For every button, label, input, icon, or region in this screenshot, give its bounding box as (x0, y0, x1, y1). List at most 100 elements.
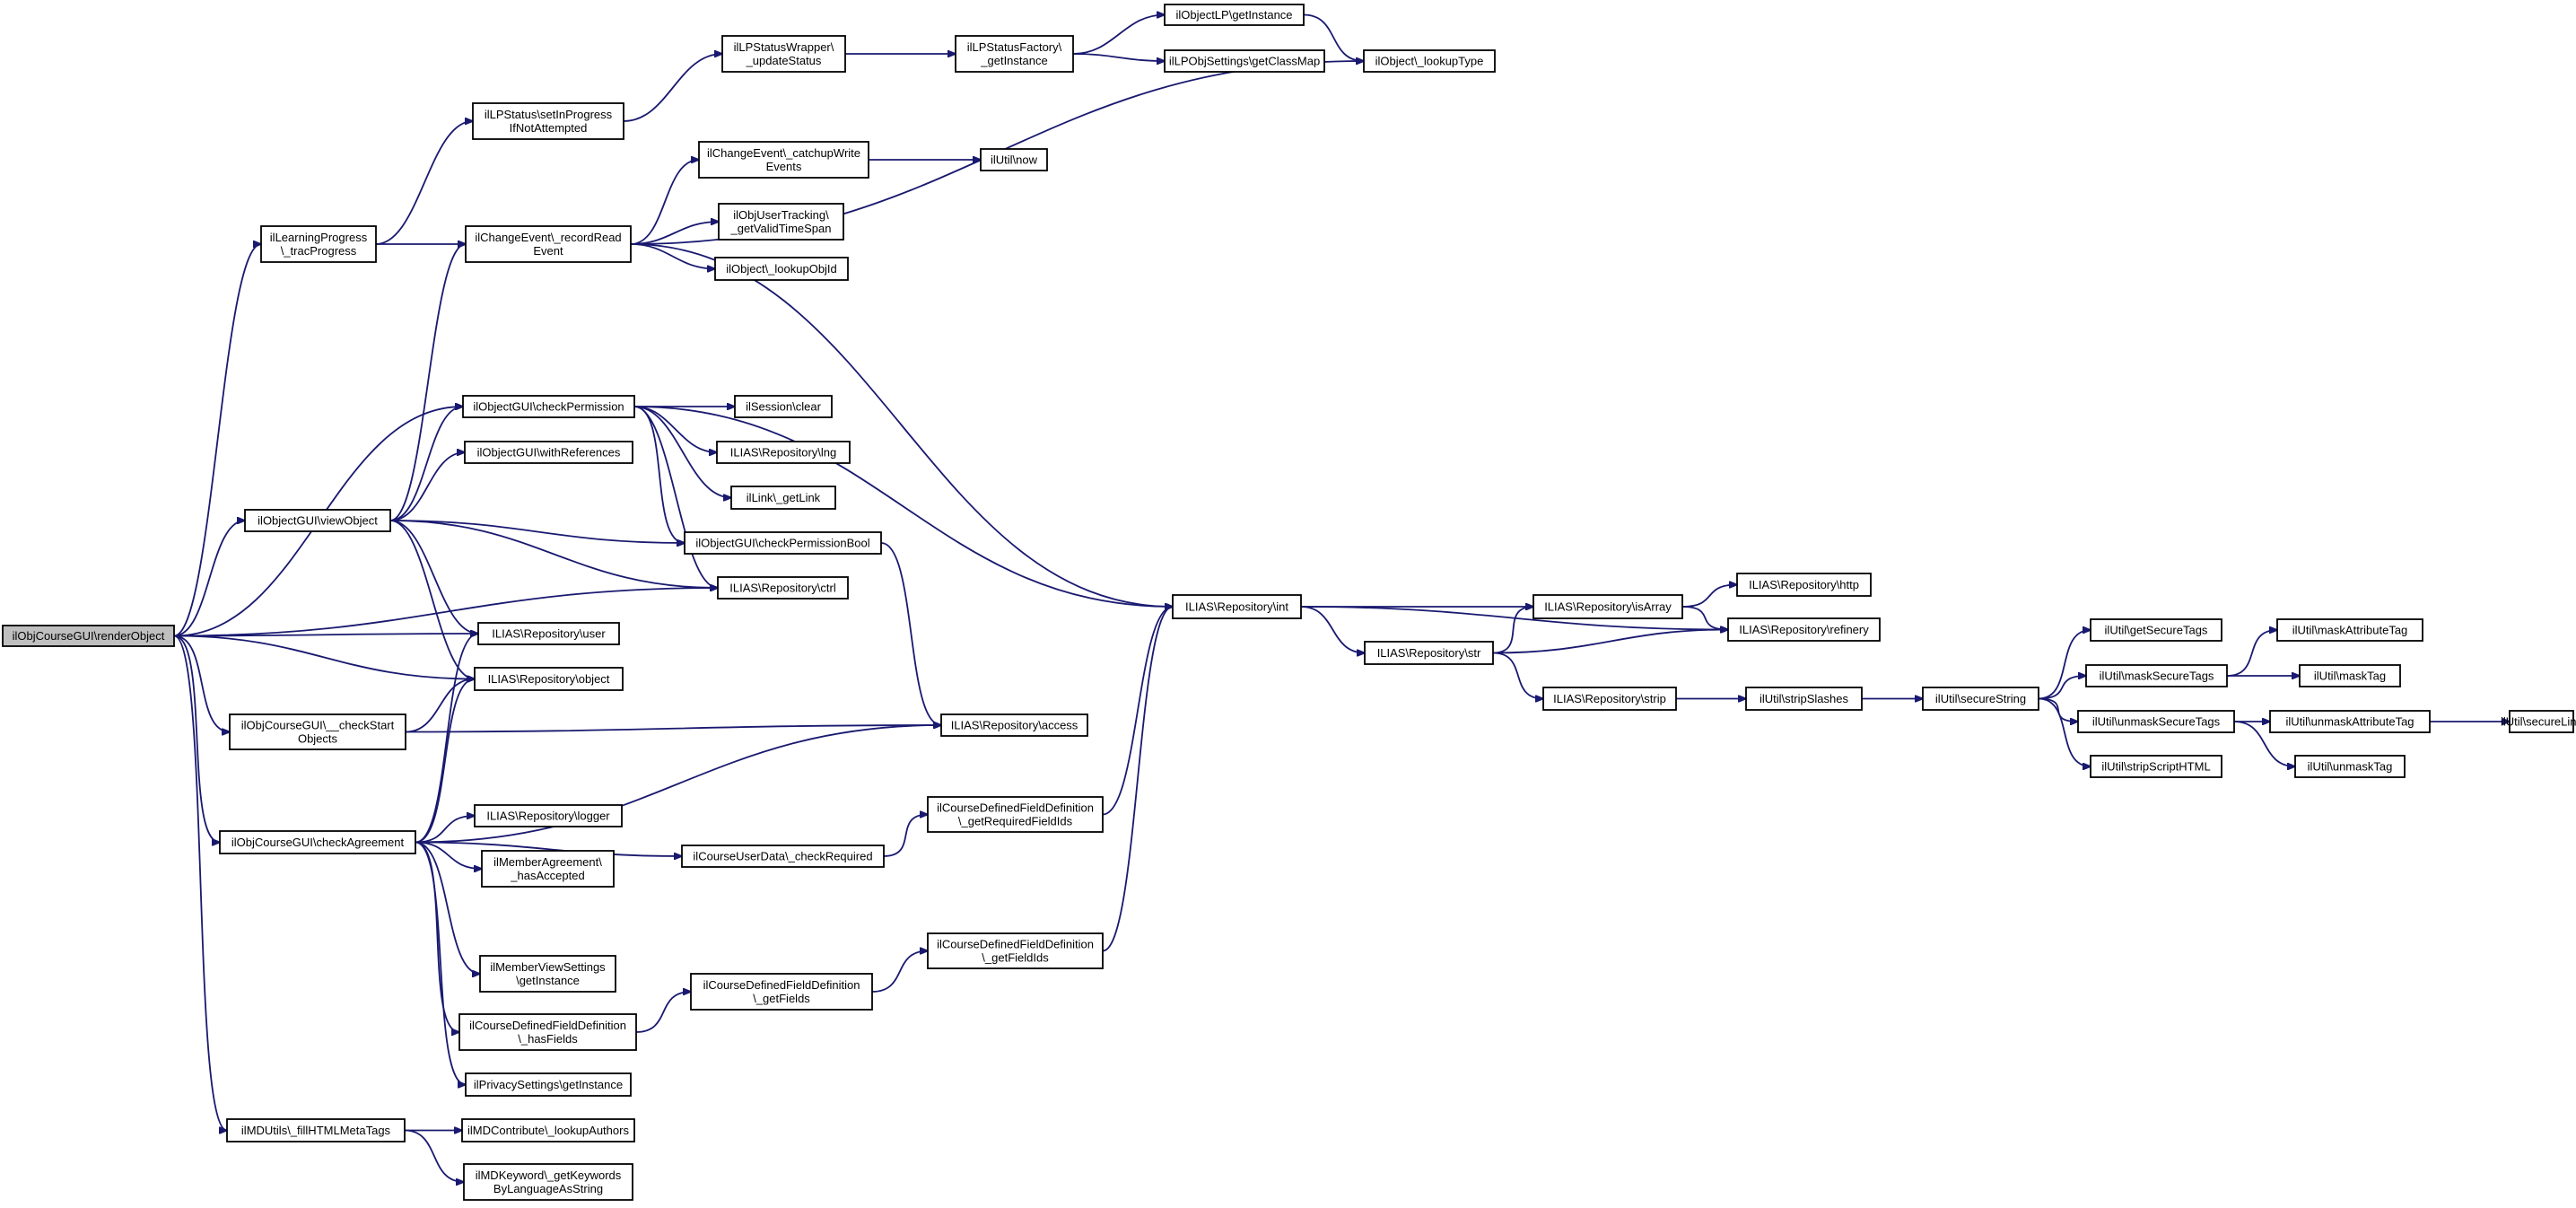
node-repoStr[interactable]: ILIAS\Repository\str (1364, 641, 1494, 665)
node-label: ilObjectGUI\checkPermissionBool (695, 537, 869, 550)
node-secureString[interactable]: ilUtil\secureString (1922, 687, 2039, 711)
node-checkAgreement[interactable]: ilObjCourseGUI\checkAgreement (219, 830, 416, 854)
node-utilNow[interactable]: ilUtil\now (980, 148, 1048, 171)
node-box (244, 509, 391, 532)
node-maskSecureTags[interactable]: ilUtil\maskSecureTags (2085, 664, 2228, 687)
node-box (684, 531, 882, 555)
edge-checkAgreement-to-memberViewSettings (415, 841, 480, 975)
node-repoObject[interactable]: ILIAS\Repository\object (474, 667, 624, 691)
node-secureLink[interactable]: ilUtil\secureLink (2501, 710, 2576, 733)
edge-checkStart-to-repoAccess (405, 725, 941, 733)
node-lookupType[interactable]: ilObject\_lookupType (1363, 49, 1496, 73)
node-unmaskSecureTags[interactable]: ilUtil\unmaskSecureTags (2077, 710, 2235, 733)
node-getRequiredFieldIds[interactable]: ilCourseDefinedFieldDefinition\_getRequi… (927, 796, 1104, 833)
node-box (2276, 618, 2423, 642)
node-checkPermissionBool[interactable]: ilObjectGUI\checkPermissionBool (684, 531, 882, 555)
node-fillHTMLMetaTags[interactable]: ilMDUtils\_fillHTMLMetaTags (226, 1118, 406, 1142)
node-hasAccepted[interactable]: ilMemberAgreement\_hasAccepted (481, 850, 615, 888)
edge-renderObject-to-repoCtrl (173, 588, 718, 637)
edge-objectLP-to-lookupType (1303, 13, 1364, 62)
node-getClassMap[interactable]: ilLPObjSettings\getClassMap (1164, 49, 1325, 73)
edge-checkRequired-to-getRequiredFieldIds (883, 815, 928, 857)
node-label: ilObjectLP\getInstance (1175, 8, 1292, 22)
edge-checkAgreement-to-repoAccess (415, 725, 941, 844)
node-maskTag[interactable]: ilUtil\maskTag (2299, 664, 2401, 687)
edge-getRequiredFieldIds-to-repoInt (1102, 607, 1173, 816)
node-box (927, 932, 1104, 969)
edge-checkStart-to-repoObject (405, 679, 475, 733)
node-label: ilCourseUserData\_checkRequired (693, 850, 872, 863)
node-getLink[interactable]: ilLink\_getLink (730, 486, 836, 510)
node-memberViewSettings[interactable]: ilMemberViewSettings\getInstance (479, 955, 616, 993)
node-viewObject[interactable]: ilObjectGUI\viewObject (244, 509, 391, 532)
node-lpFactory[interactable]: ilLPStatusFactory\_getInstance (955, 35, 1074, 73)
node-label: ilUtil\unmaskAttributeTag (2285, 715, 2414, 729)
node-getFields[interactable]: ilCourseDefinedFieldDefinition\_getField… (690, 973, 873, 1011)
node-label: ILIAS\Repository\lng (730, 446, 837, 460)
node-repoRefinery[interactable]: ILIAS\Repository\refinery (1727, 617, 1881, 642)
node-getFieldIds[interactable]: ilCourseDefinedFieldDefinition\_getField… (927, 932, 1104, 969)
edge-checkPermission-to-checkPermissionBool (633, 406, 685, 543)
node-validTimeSpan[interactable]: ilObjUserTracking\_getValidTimeSpan (718, 203, 844, 241)
node-unmaskTag[interactable]: ilUtil\unmaskTag (2294, 755, 2406, 778)
node-box (980, 148, 1048, 171)
node-tracProgress[interactable]: ilLearningProgress\_tracProgress (260, 225, 377, 263)
node-label: ILIAS\Repository\logger (486, 810, 610, 823)
node-getKeywords[interactable]: ilMDKeyword\_getKeywordsByLanguageAsStri… (463, 1163, 633, 1201)
node-box (477, 622, 620, 645)
node-box (1542, 687, 1677, 711)
node-repoIsArray[interactable]: ILIAS\Repository\isArray (1533, 594, 1683, 619)
node-repoStrip[interactable]: ILIAS\Repository\strip (1542, 687, 1677, 711)
node-box (481, 850, 615, 888)
node-label: ilObjUserTracking\ (733, 208, 829, 222)
node-sessionClear[interactable]: ilSession\clear (734, 395, 833, 418)
node-label: ilObjectGUI\withReferences (477, 446, 621, 460)
node-checkRequired[interactable]: ilCourseUserData\_checkRequired (681, 845, 885, 868)
node-objectLP[interactable]: ilObjectLP\getInstance (1164, 4, 1305, 26)
node-repoLng[interactable]: ILIAS\Repository\lng (716, 441, 851, 464)
node-repoLogger[interactable]: ILIAS\Repository\logger (474, 804, 623, 827)
node-box (730, 486, 836, 510)
edge-repoStr-to-repoIsArray (1492, 607, 1533, 654)
node-label: \_hasFields (518, 1032, 578, 1046)
node-label: ILIAS\Repository\isArray (1544, 600, 1672, 614)
node-repoInt[interactable]: ILIAS\Repository\int (1172, 594, 1302, 619)
node-lookupAuthors[interactable]: ilMDContribute\_lookupAuthors (461, 1118, 635, 1142)
node-withReferences[interactable]: ilObjectGUI\withReferences (464, 441, 633, 464)
edge-repoInt-to-repoStr (1300, 606, 1365, 653)
node-label: ilObjectGUI\checkPermission (473, 400, 624, 414)
node-label: ilUtil\stripSlashes (1760, 692, 1848, 705)
node-updateStatus[interactable]: ilLPStatusWrapper\_updateStatus (721, 35, 846, 73)
node-label: ilObjectGUI\viewObject (258, 514, 378, 528)
node-repoUser[interactable]: ILIAS\Repository\user (477, 622, 620, 645)
node-repoHttp[interactable]: ILIAS\Repository\http (1736, 573, 1872, 597)
edge-checkPermissionBool-to-repoAccess (880, 542, 941, 725)
edges-layer (173, 13, 2510, 1183)
nodes-layer: ilObjCourseGUI\renderObject ilLearningPro… (2, 4, 2576, 1201)
node-getSecureTags[interactable]: ilUtil\getSecureTags (2090, 618, 2222, 642)
node-box (1727, 617, 1881, 642)
node-box (2090, 618, 2222, 642)
node-label: ilChangeEvent\_catchupWrite (707, 146, 860, 160)
node-label: Event (533, 244, 563, 258)
node-repoCtrl[interactable]: ILIAS\Repository\ctrl (717, 576, 849, 600)
node-hasFields[interactable]: ilCourseDefinedFieldDefinition\_hasField… (458, 1013, 637, 1051)
node-box (463, 1163, 633, 1201)
node-label: ilMDContribute\_lookupAuthors (467, 1124, 629, 1137)
node-stripSlashes[interactable]: ilUtil\stripSlashes (1745, 687, 1863, 711)
node-box (716, 441, 851, 464)
node-maskAttributeTag[interactable]: ilUtil\maskAttributeTag (2276, 618, 2423, 642)
node-unmaskAttributeTag[interactable]: ilUtil\unmaskAttributeTag (2269, 710, 2431, 733)
node-stripScriptHTML[interactable]: ilUtil\stripScriptHTML (2090, 755, 2222, 778)
node-repoAccess[interactable]: ILIAS\Repository\access (940, 713, 1088, 737)
node-label: ilUtil\now (991, 153, 1038, 167)
node-checkPermission[interactable]: ilObjectGUI\checkPermission (462, 395, 635, 418)
node-lookupObjId[interactable]: ilObject\_lookupObjId (714, 257, 849, 281)
node-renderObject[interactable]: ilObjCourseGUI\renderObject (2, 625, 175, 647)
node-privacySettings[interactable]: ilPrivacySettings\getInstance (465, 1072, 632, 1097)
edge-setInProgress-to-updateStatus (623, 54, 722, 122)
